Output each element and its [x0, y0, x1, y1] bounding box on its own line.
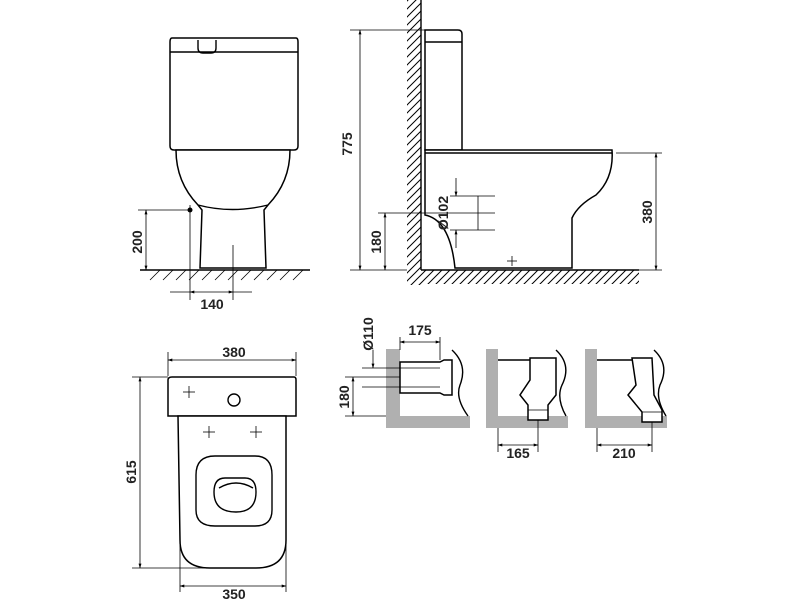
outlet-angled-offset-label: 210	[612, 445, 636, 461]
plan-bowl-opening	[213, 477, 257, 513]
outlet-diameter-label: Ø110	[360, 317, 376, 351]
side-inlet-diameter-label: Ø102	[435, 196, 451, 230]
plan-bowl-width-label: 350	[222, 586, 246, 600]
outlet-detail-horizontal: Ø110 175 180	[336, 317, 470, 428]
outlet-detail-vertical: 165	[486, 349, 568, 461]
plan-seat-inner	[195, 455, 273, 527]
detail1-wall	[386, 349, 400, 428]
side-inlet-height-label: 180	[368, 230, 384, 254]
plan-view: 380 615 350	[123, 344, 297, 600]
front-outlet-offset-label: 140	[200, 296, 224, 312]
side-bowl	[424, 149, 613, 269]
outlet-detail-angled: 210	[585, 349, 667, 461]
plan-depth-label: 615	[123, 460, 139, 484]
plan-tank-width-label: 380	[222, 344, 246, 360]
side-wall-hatch	[407, 0, 421, 285]
front-floor-hatch	[149, 269, 304, 281]
side-floor-hatch	[421, 270, 639, 284]
detail1-floor	[386, 416, 470, 428]
front-view: 200 140	[129, 37, 310, 312]
side-view: 775 180 Ø102 380	[339, 0, 662, 285]
front-cistern	[169, 37, 299, 151]
detail2-floor	[486, 416, 568, 428]
outlet-vertical-offset-label: 165	[506, 445, 530, 461]
side-seat-height-label: 380	[639, 200, 655, 224]
detail2-pan	[519, 357, 557, 421]
plan-flush-hole	[227, 393, 241, 407]
outlet-horizontal-offset-label: 175	[408, 322, 432, 338]
detail2-wall	[486, 349, 498, 428]
outlet-horizontal-height-label: 180	[336, 385, 352, 409]
flush-button	[197, 40, 217, 54]
front-inlet-height-label: 200	[129, 230, 145, 254]
detail3-wall	[585, 349, 597, 428]
detail1-pan	[399, 359, 453, 396]
plan-bowl	[177, 415, 287, 569]
side-total-height-label: 775	[339, 132, 355, 156]
plan-cistern	[167, 376, 297, 417]
side-cistern	[424, 29, 463, 151]
